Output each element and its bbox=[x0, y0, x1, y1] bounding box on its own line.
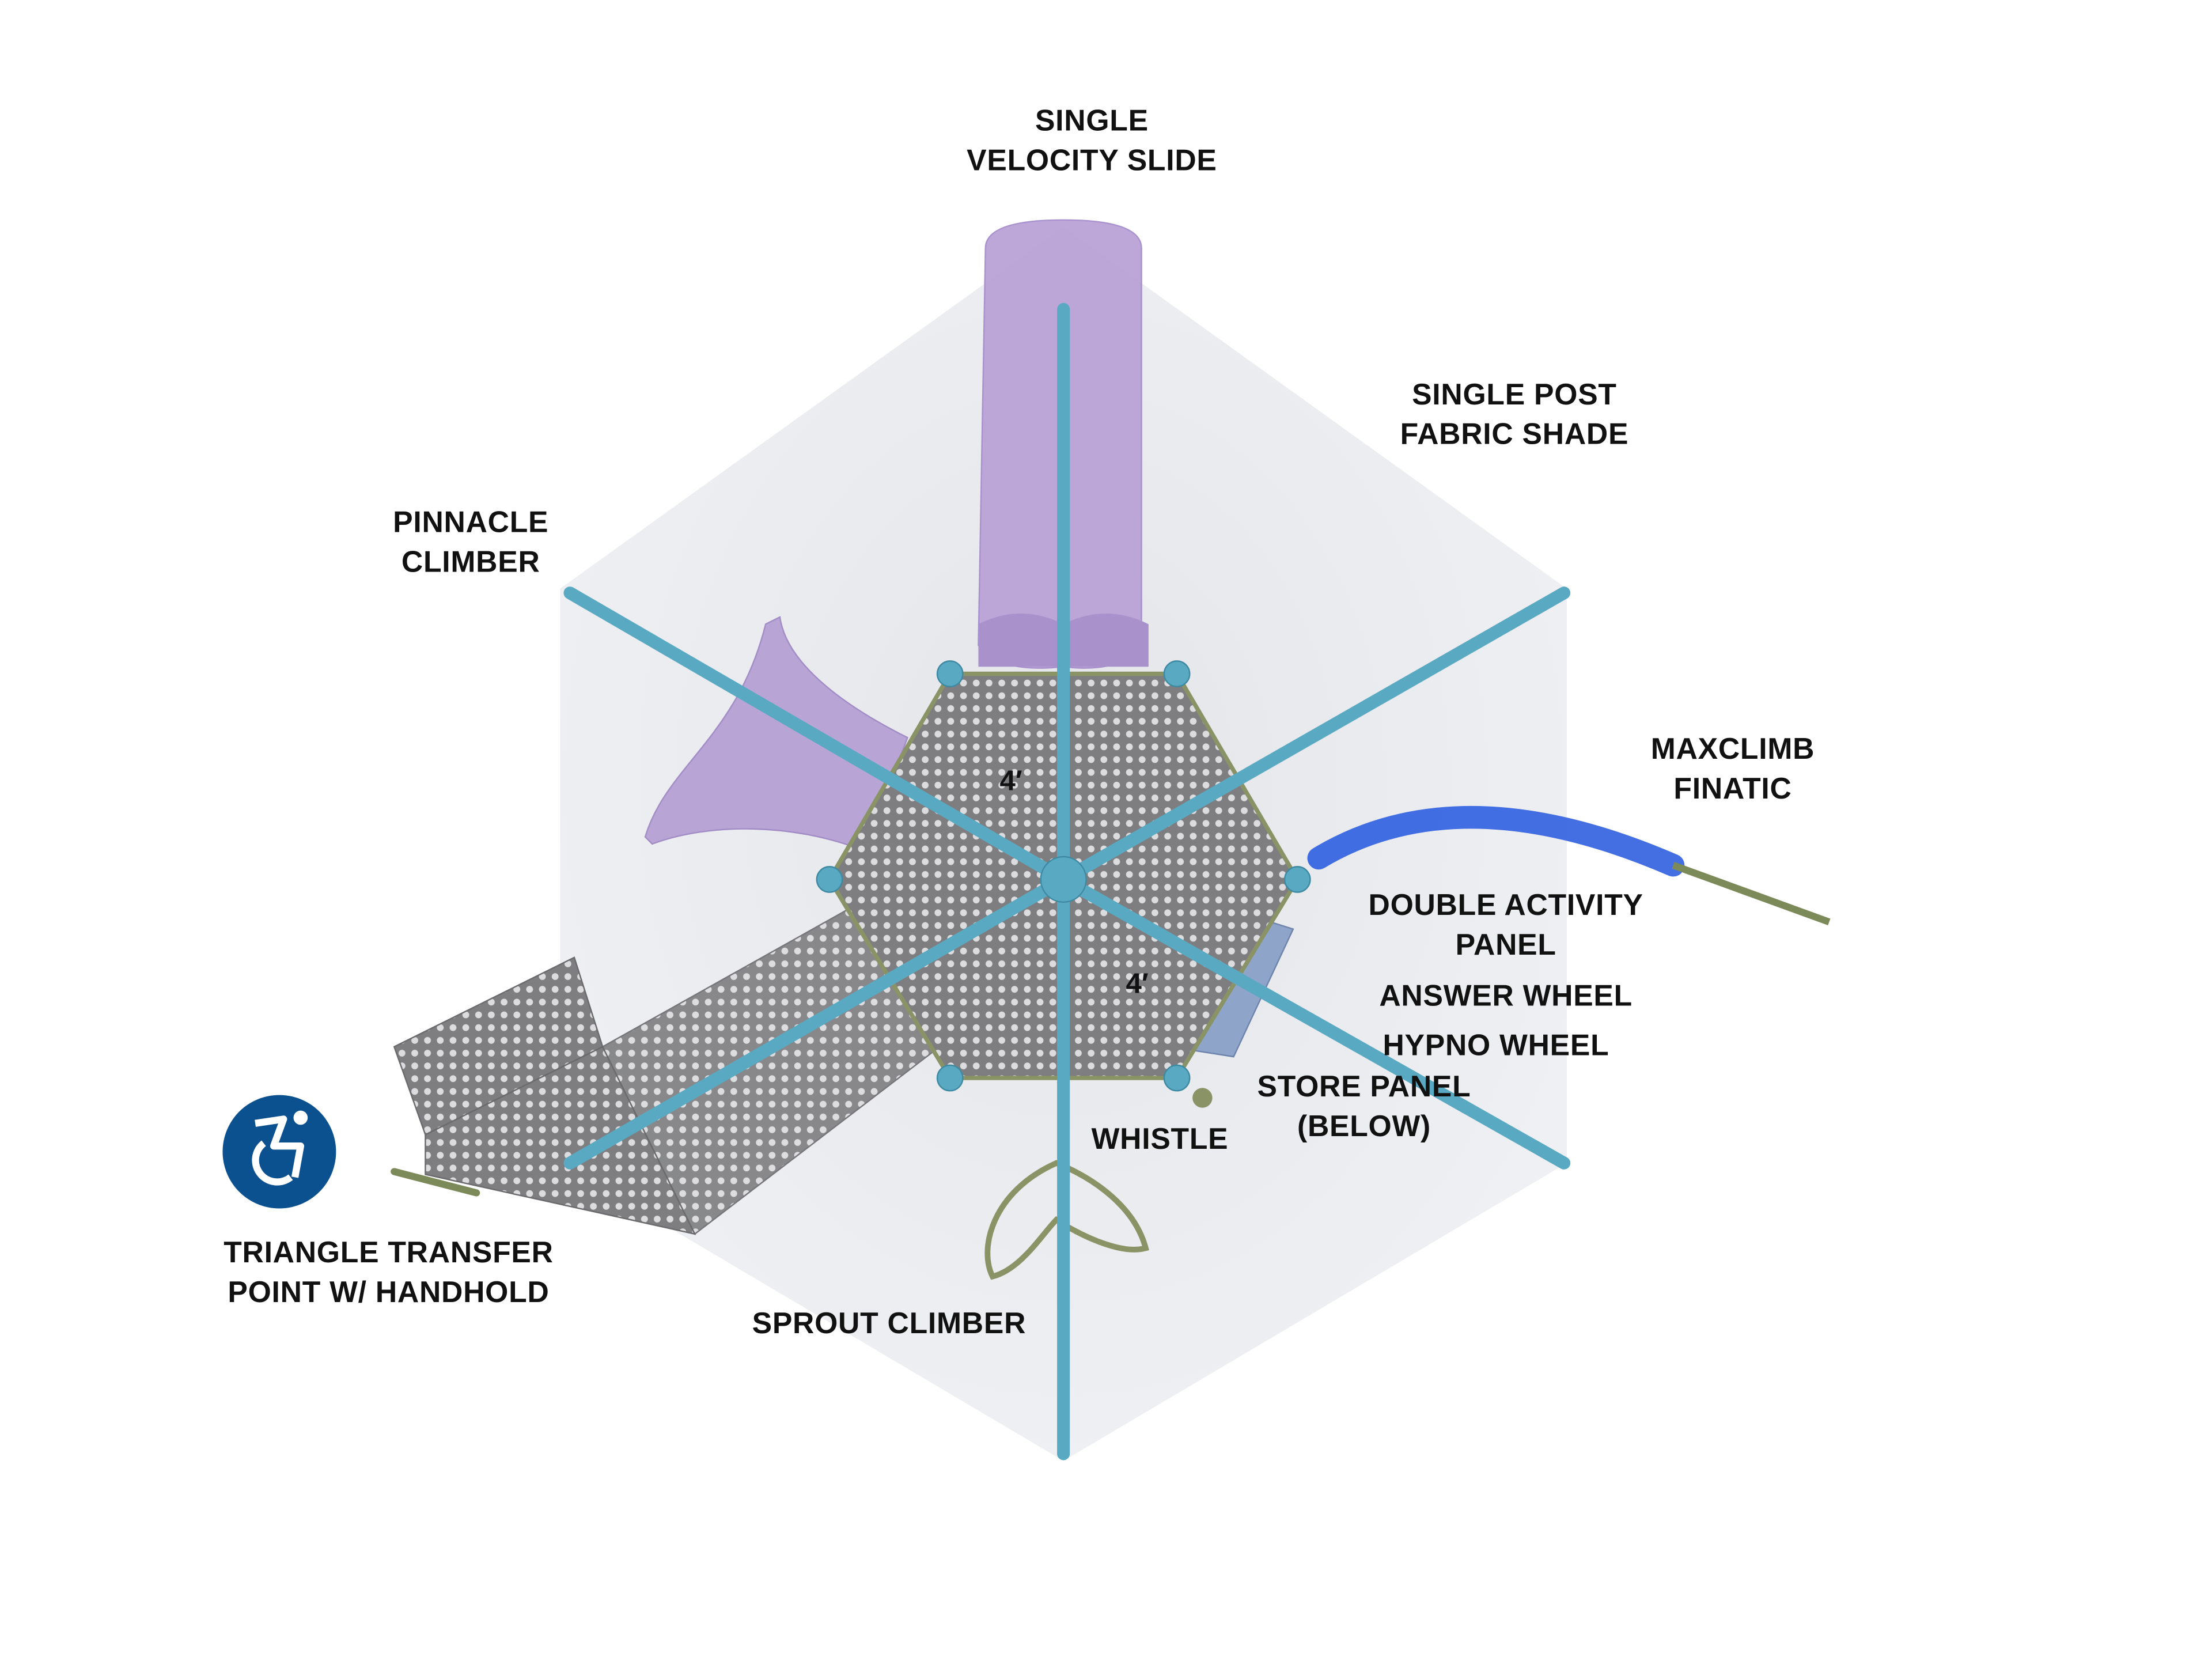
shade-support-arms bbox=[563, 302, 1571, 1461]
deck-height-label: 4′ bbox=[999, 765, 1022, 796]
label-whistle: WHISTLE bbox=[1092, 1122, 1229, 1155]
pinnacle-climber bbox=[644, 616, 908, 852]
label-sprout: SPROUT CLIMBER bbox=[752, 1306, 1027, 1340]
label-double-panel: PANEL bbox=[1456, 928, 1556, 961]
label-maxclimb: FINATIC bbox=[1673, 771, 1791, 805]
label-shade: SINGLE POST bbox=[1412, 377, 1617, 411]
center-post bbox=[1040, 856, 1087, 903]
label-pinnacle: CLIMBER bbox=[402, 544, 540, 578]
label-maxclimb: MAXCLIMB bbox=[1651, 732, 1815, 765]
label-shade: FABRIC SHADE bbox=[1400, 417, 1629, 451]
label-store-panel: (BELOW) bbox=[1297, 1109, 1431, 1142]
deck-posts bbox=[816, 660, 1311, 1092]
triangle-transfer-point bbox=[391, 906, 937, 1235]
callout-labels: SINGLE VELOCITY SLIDE SINGLE POST FABRIC… bbox=[224, 104, 1815, 1340]
handhold bbox=[391, 1168, 480, 1197]
wheelchair-accessible-icon bbox=[222, 1095, 336, 1209]
label-transfer: POINT W/ HANDHOLD bbox=[228, 1275, 549, 1308]
deck-height-label: 4′ bbox=[1126, 967, 1149, 999]
label-pinnacle: PINNACLE bbox=[393, 505, 548, 538]
label-slide: VELOCITY SLIDE bbox=[967, 143, 1217, 177]
whistle bbox=[1192, 1088, 1213, 1108]
label-slide: SINGLE bbox=[1035, 104, 1149, 137]
maxclimb-finatic bbox=[1307, 806, 1831, 926]
label-double-panel: DOUBLE ACTIVITY bbox=[1369, 888, 1643, 921]
label-transfer: TRIANGLE TRANSFER bbox=[224, 1235, 554, 1269]
sprout-climber bbox=[984, 1160, 1149, 1280]
label-hypno-wheel: HYPNO WHEEL bbox=[1382, 1028, 1609, 1062]
label-store-panel: STORE PANEL bbox=[1257, 1069, 1471, 1103]
label-answer-wheel: ANSWER WHEEL bbox=[1379, 979, 1633, 1012]
